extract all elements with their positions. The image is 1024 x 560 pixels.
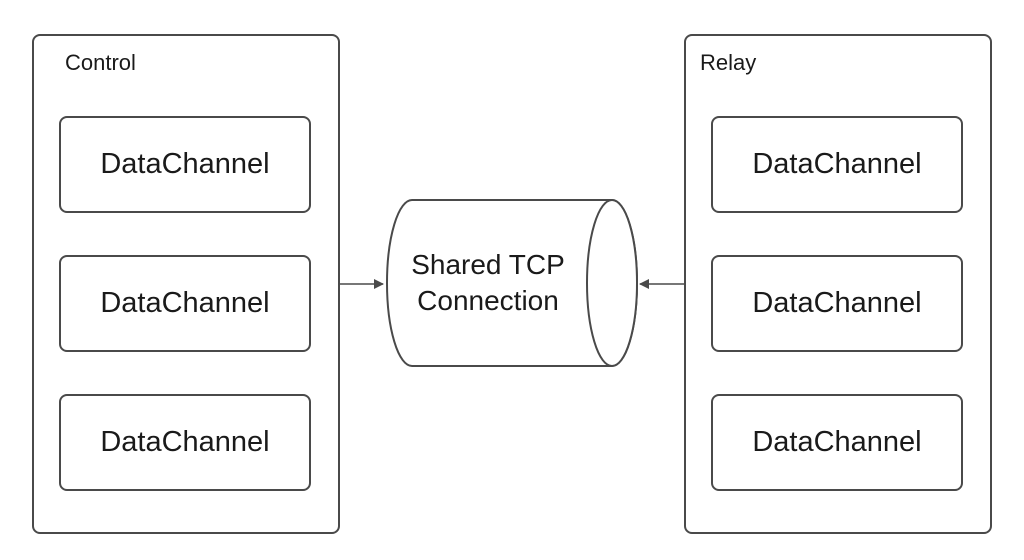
control-group-label: Control [65, 50, 136, 75]
relay-datachannel-1: DataChannel [711, 116, 963, 213]
control-datachannel-2: DataChannel [59, 255, 311, 352]
connection-label-line1: Shared TCP [411, 249, 565, 280]
relay-group-label: Relay [700, 50, 757, 75]
control-datachannel-1: DataChannel [59, 116, 311, 213]
relay-datachannel-3: DataChannel [711, 394, 963, 491]
relay-datachannel-2: DataChannel [711, 255, 963, 352]
connection-label: Shared TCP Connection [392, 247, 584, 319]
connection-label-line2: Connection [417, 285, 559, 316]
control-datachannel-3: DataChannel [59, 394, 311, 491]
shared-tcp-connection-cylinder [386, 199, 638, 367]
